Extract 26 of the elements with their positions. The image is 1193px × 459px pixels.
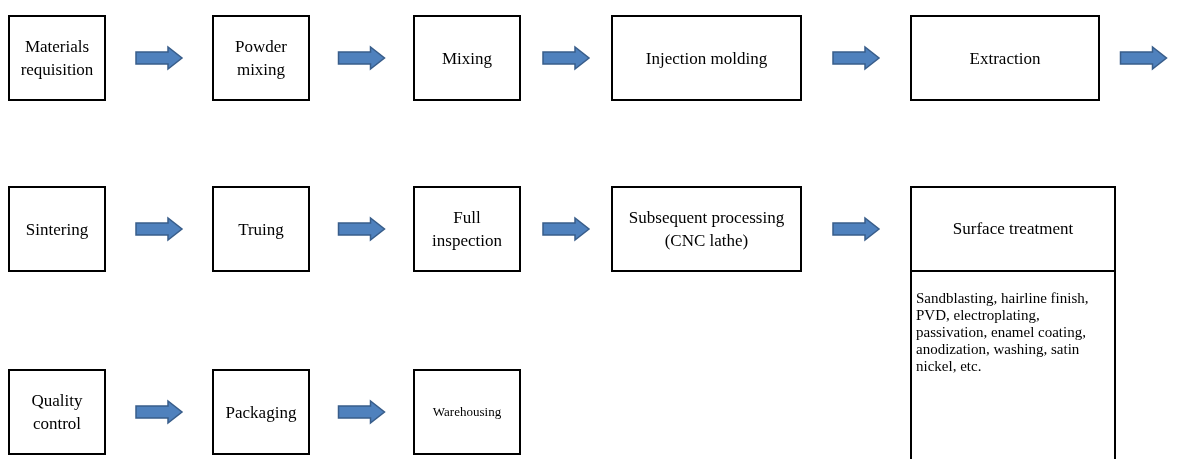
block-arrow <box>832 216 881 242</box>
block-arrow <box>832 45 881 71</box>
block-arrow <box>1119 45 1168 71</box>
block-arrow <box>337 45 386 71</box>
block-arrow <box>135 45 184 71</box>
block-arrow <box>542 45 591 71</box>
process-box <box>910 186 1116 459</box>
process-box: Mixing <box>413 15 521 101</box>
process-box: Powder mixing <box>212 15 310 101</box>
process-box: Warehousing <box>413 369 521 455</box>
process-box: Extraction <box>910 15 1100 101</box>
process-box: Truing <box>212 186 310 272</box>
process-box: Subsequent processing (CNC lathe) <box>611 186 802 272</box>
process-box: Full inspection <box>413 186 521 272</box>
box-body-text: Sandblasting, hairline finish, PVD, electroplating, passivation, enamel coating, anodization, washing, satin nickel, etc. <box>915 289 1090 375</box>
process-box: Injection molding <box>611 15 802 101</box>
process-box: Materials requisition <box>8 15 106 101</box>
block-arrow <box>337 216 386 242</box>
block-arrow <box>135 216 184 242</box>
process-box: Quality control <box>8 369 106 455</box>
process-box: Packaging <box>212 369 310 455</box>
process-box: Sintering <box>8 186 106 272</box>
block-arrow <box>542 216 591 242</box>
block-arrow <box>135 399 184 425</box>
box-heading: Surface treatment <box>952 218 1074 240</box>
block-arrow <box>337 399 386 425</box>
